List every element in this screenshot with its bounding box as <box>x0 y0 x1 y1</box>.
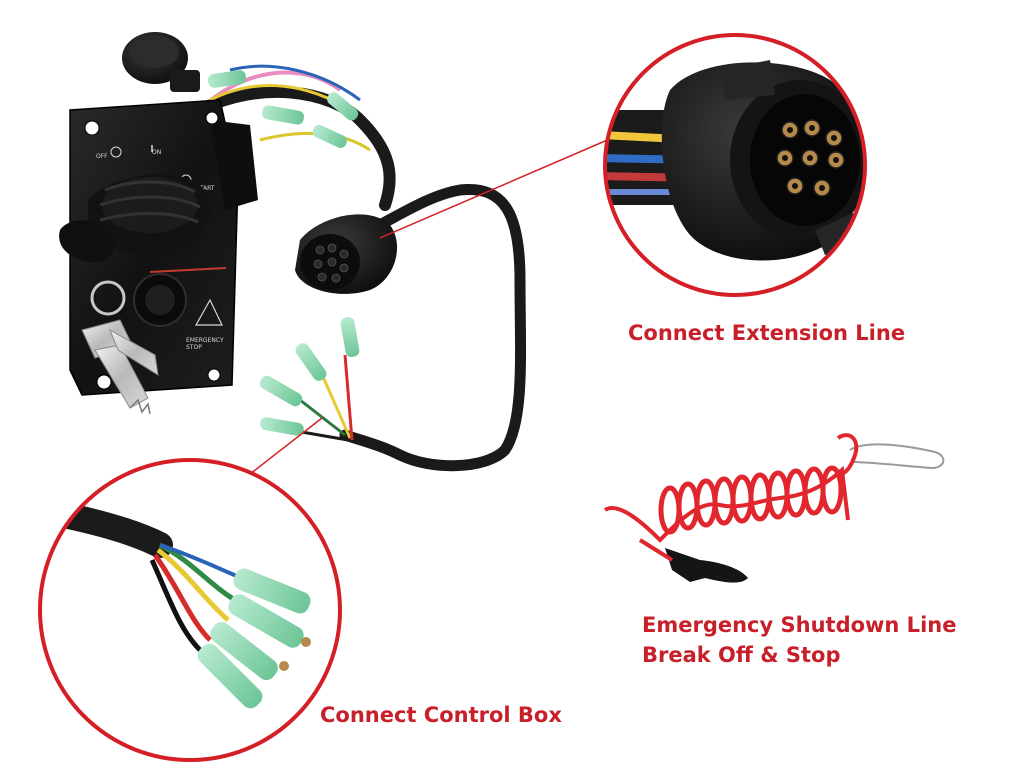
off-icon <box>110 146 122 158</box>
loose-terminals <box>259 317 360 442</box>
start-label: START <box>196 185 215 192</box>
extension-caption: Connect Extension Line <box>628 318 905 348</box>
rear-round-connector <box>122 32 200 92</box>
emergency-label: EMERGENCY <box>186 337 224 344</box>
control-box-caption: Connect Control Box <box>320 700 562 730</box>
extension-connector-zoom <box>603 33 867 297</box>
off-label: OFF <box>96 153 108 160</box>
control-box-zoom <box>38 458 342 762</box>
key-switch-panel: OFF ON START EMERGENCY STOP <box>59 99 258 396</box>
extension-connector <box>295 214 398 294</box>
emergency-lanyard <box>603 433 945 583</box>
emergency-caption: Emergency Shutdown Line Break Off & Stop <box>642 610 956 670</box>
emergency-caption-line-1: Emergency Shutdown Line <box>642 613 957 637</box>
on-label: ON <box>152 149 161 156</box>
control-box-caption-text: Connect Control Box <box>320 703 562 727</box>
extension-caption-text: Connect Extension Line <box>628 321 906 345</box>
warning-icon <box>194 298 223 326</box>
emergency-caption-line-2: Break Off & Stop <box>642 643 841 667</box>
ignition-keys <box>81 280 159 415</box>
wiring-harness <box>194 64 527 472</box>
extension-callout-line <box>379 137 613 239</box>
stop-label: STOP <box>186 344 202 351</box>
